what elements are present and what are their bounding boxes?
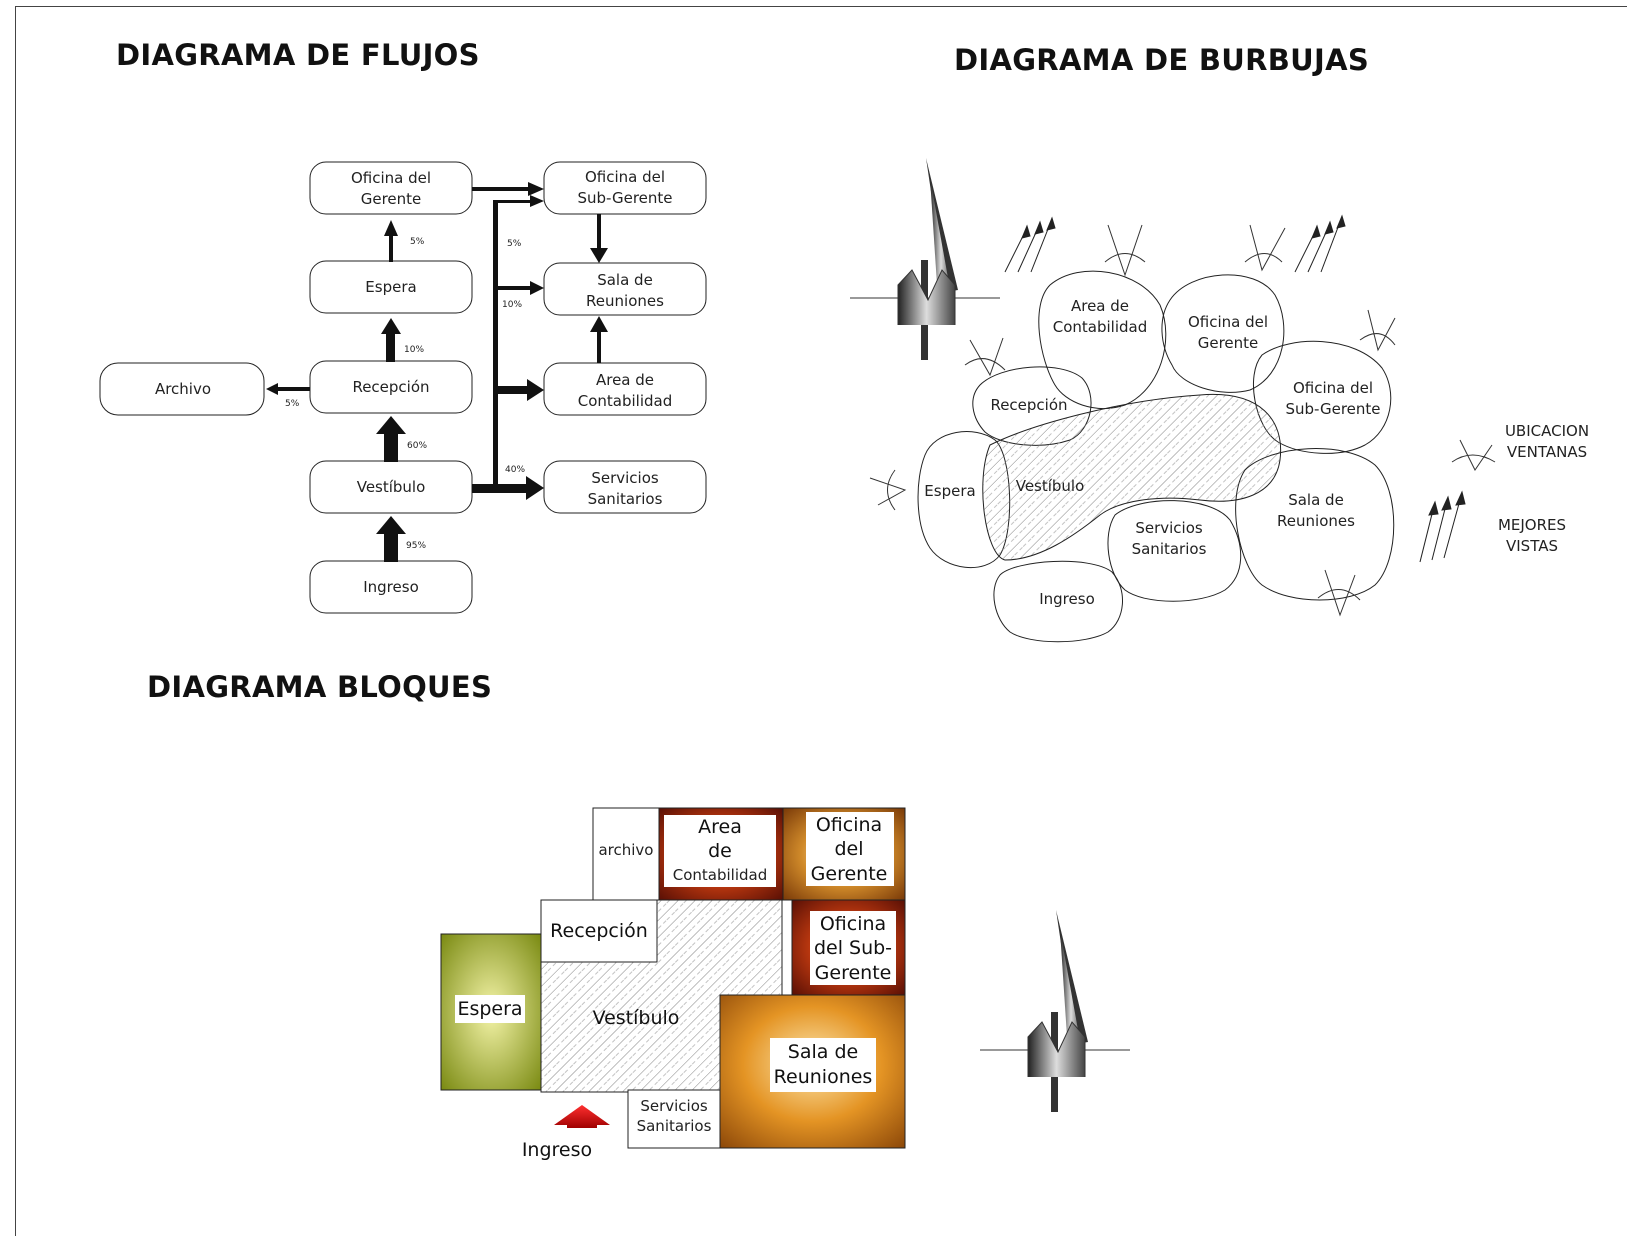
bubble-label-servicios-1: Servicios [1135,519,1203,537]
block-label-contabilidad-3: Contabilidad [673,866,768,884]
flow-label-sala-reuniones-1: Sala de [597,271,653,289]
flow-diagram: Oficina del Gerente Espera Recepción Arc… [99,161,707,614]
bubble-label-sala-1: Sala de [1288,491,1344,509]
block-label-gerente-2: del [834,838,863,860]
block-label-recepcion: Recepción [550,920,648,942]
flow-node-oficina-subgerente [543,161,707,215]
block-label-ingreso: Ingreso [522,1139,592,1161]
block-servicios [627,1089,721,1149]
bubble-diagram: Area de Contabilidad Oficina del Gerente… [850,158,1589,643]
flow-pct-subgerente: 5% [507,239,522,249]
page-frame [15,6,1627,1236]
block-label-archivo: archivo [598,841,653,859]
bubble-label-recepcion: Recepción [990,396,1067,414]
flow-node-area-contabilidad [543,362,707,416]
bubble-label-ingreso: Ingreso [1039,590,1095,608]
flow-label-recepcion: Recepción [352,378,429,396]
flow-pct-archivo: 5% [285,399,300,409]
bubble-label-vestibulo: Vestíbulo [1016,477,1085,495]
flow-node-sala-reuniones [543,262,707,316]
flow-pct-recepcion: 60% [407,441,427,451]
block-label-subgerente-1: Oficina [820,913,886,935]
bubble-label-gerente-1: Oficina del [1188,313,1268,331]
flow-pct-vestibulo-right: 40% [505,465,525,475]
block-label-servicios-2: Sanitarios [637,1117,712,1135]
block-label-subgerente-2: del Sub- [814,937,892,959]
diagram-canvas: Oficina del Gerente Espera Recepción Arc… [99,158,1589,1161]
flow-node-servicios [543,460,707,514]
bubble-label-contabilidad-1: Area de [1071,297,1129,315]
block-diagram-title: DIAGRAMA BLOQUES [147,670,493,704]
bubble-label-subgerente-1: Oficina del [1293,379,1373,397]
bubble-label-sala-2: Reuniones [1277,512,1355,530]
block-label-gerente-3: Gerente [811,863,888,885]
block-diagram: archivo Area de Contabilidad Oficina del… [440,807,1130,1161]
flow-label-servicios-1: Servicios [591,469,659,487]
block-label-sala-1: Sala de [788,1041,858,1063]
flow-pct-gerente: 5% [410,237,425,247]
flow-label-espera: Espera [365,278,416,296]
north-arrow-icon [980,910,1130,1112]
bubble-area-contabilidad [1038,270,1167,409]
bubble-label-espera: Espera [924,482,975,500]
bubble-ingreso [993,560,1124,643]
flow-label-oficina-gerente-1: Oficina del [351,169,431,187]
bubble-label-servicios-2: Sanitarios [1132,540,1207,558]
bubble-diagram-title: DIAGRAMA DE BURBUJAS [954,43,1370,77]
best-views-icon [1004,214,1466,563]
block-label-gerente-1: Oficina [816,814,882,836]
flow-pct-reuniones: 10% [502,300,522,310]
block-label-subgerente-3: Gerente [815,962,892,984]
flow-label-oficina-subgerente-2: Sub-Gerente [577,189,672,207]
entrance-arrow-icon [554,1105,610,1128]
flow-node-archivo [99,362,265,416]
flow-label-sala-reuniones-2: Reuniones [586,292,664,310]
block-label-servicios-1: Servicios [640,1097,708,1115]
bubble-label-subgerente-2: Sub-Gerente [1285,400,1380,418]
flow-label-area-contabilidad-1: Area de [596,371,654,389]
legend-views-2: VISTAS [1506,537,1558,555]
block-recepcion [540,899,658,963]
window-location-icon [869,224,1496,617]
flow-label-area-contabilidad-2: Contabilidad [578,392,673,410]
block-label-contabilidad-1: Area [698,816,742,838]
legend-windows-2: VENTANAS [1507,443,1587,461]
block-label-sala-2: Reuniones [774,1066,873,1088]
block-label-vestibulo: Vestíbulo [593,1007,680,1029]
flow-pct-vestibulo: 95% [406,541,426,551]
bubble-label-contabilidad-2: Contabilidad [1053,318,1148,336]
bubble-label-gerente-2: Gerente [1198,334,1259,352]
flow-label-archivo: Archivo [155,380,211,398]
flow-label-oficina-subgerente-1: Oficina del [585,168,665,186]
block-archivo [592,807,660,901]
flow-diagram-title: DIAGRAMA DE FLUJOS [116,38,480,72]
flow-label-servicios-2: Sanitarios [588,490,663,508]
legend-views-1: MEJORES [1498,516,1566,534]
flow-label-vestibulo: Vestíbulo [357,478,426,496]
bubble-oficina-gerente [1161,274,1285,393]
legend-windows-1: UBICACION [1505,422,1589,440]
block-label-contabilidad-2: de [708,840,732,862]
flow-label-oficina-gerente-2: Gerente [361,190,422,208]
flow-pct-espera: 10% [404,345,424,355]
north-arrow-icon [850,158,1000,360]
bubble-vestibulo [982,393,1282,561]
flow-label-ingreso: Ingreso [363,578,419,596]
bubble-sala-reuniones [1235,448,1395,601]
block-label-espera: Espera [457,998,522,1020]
